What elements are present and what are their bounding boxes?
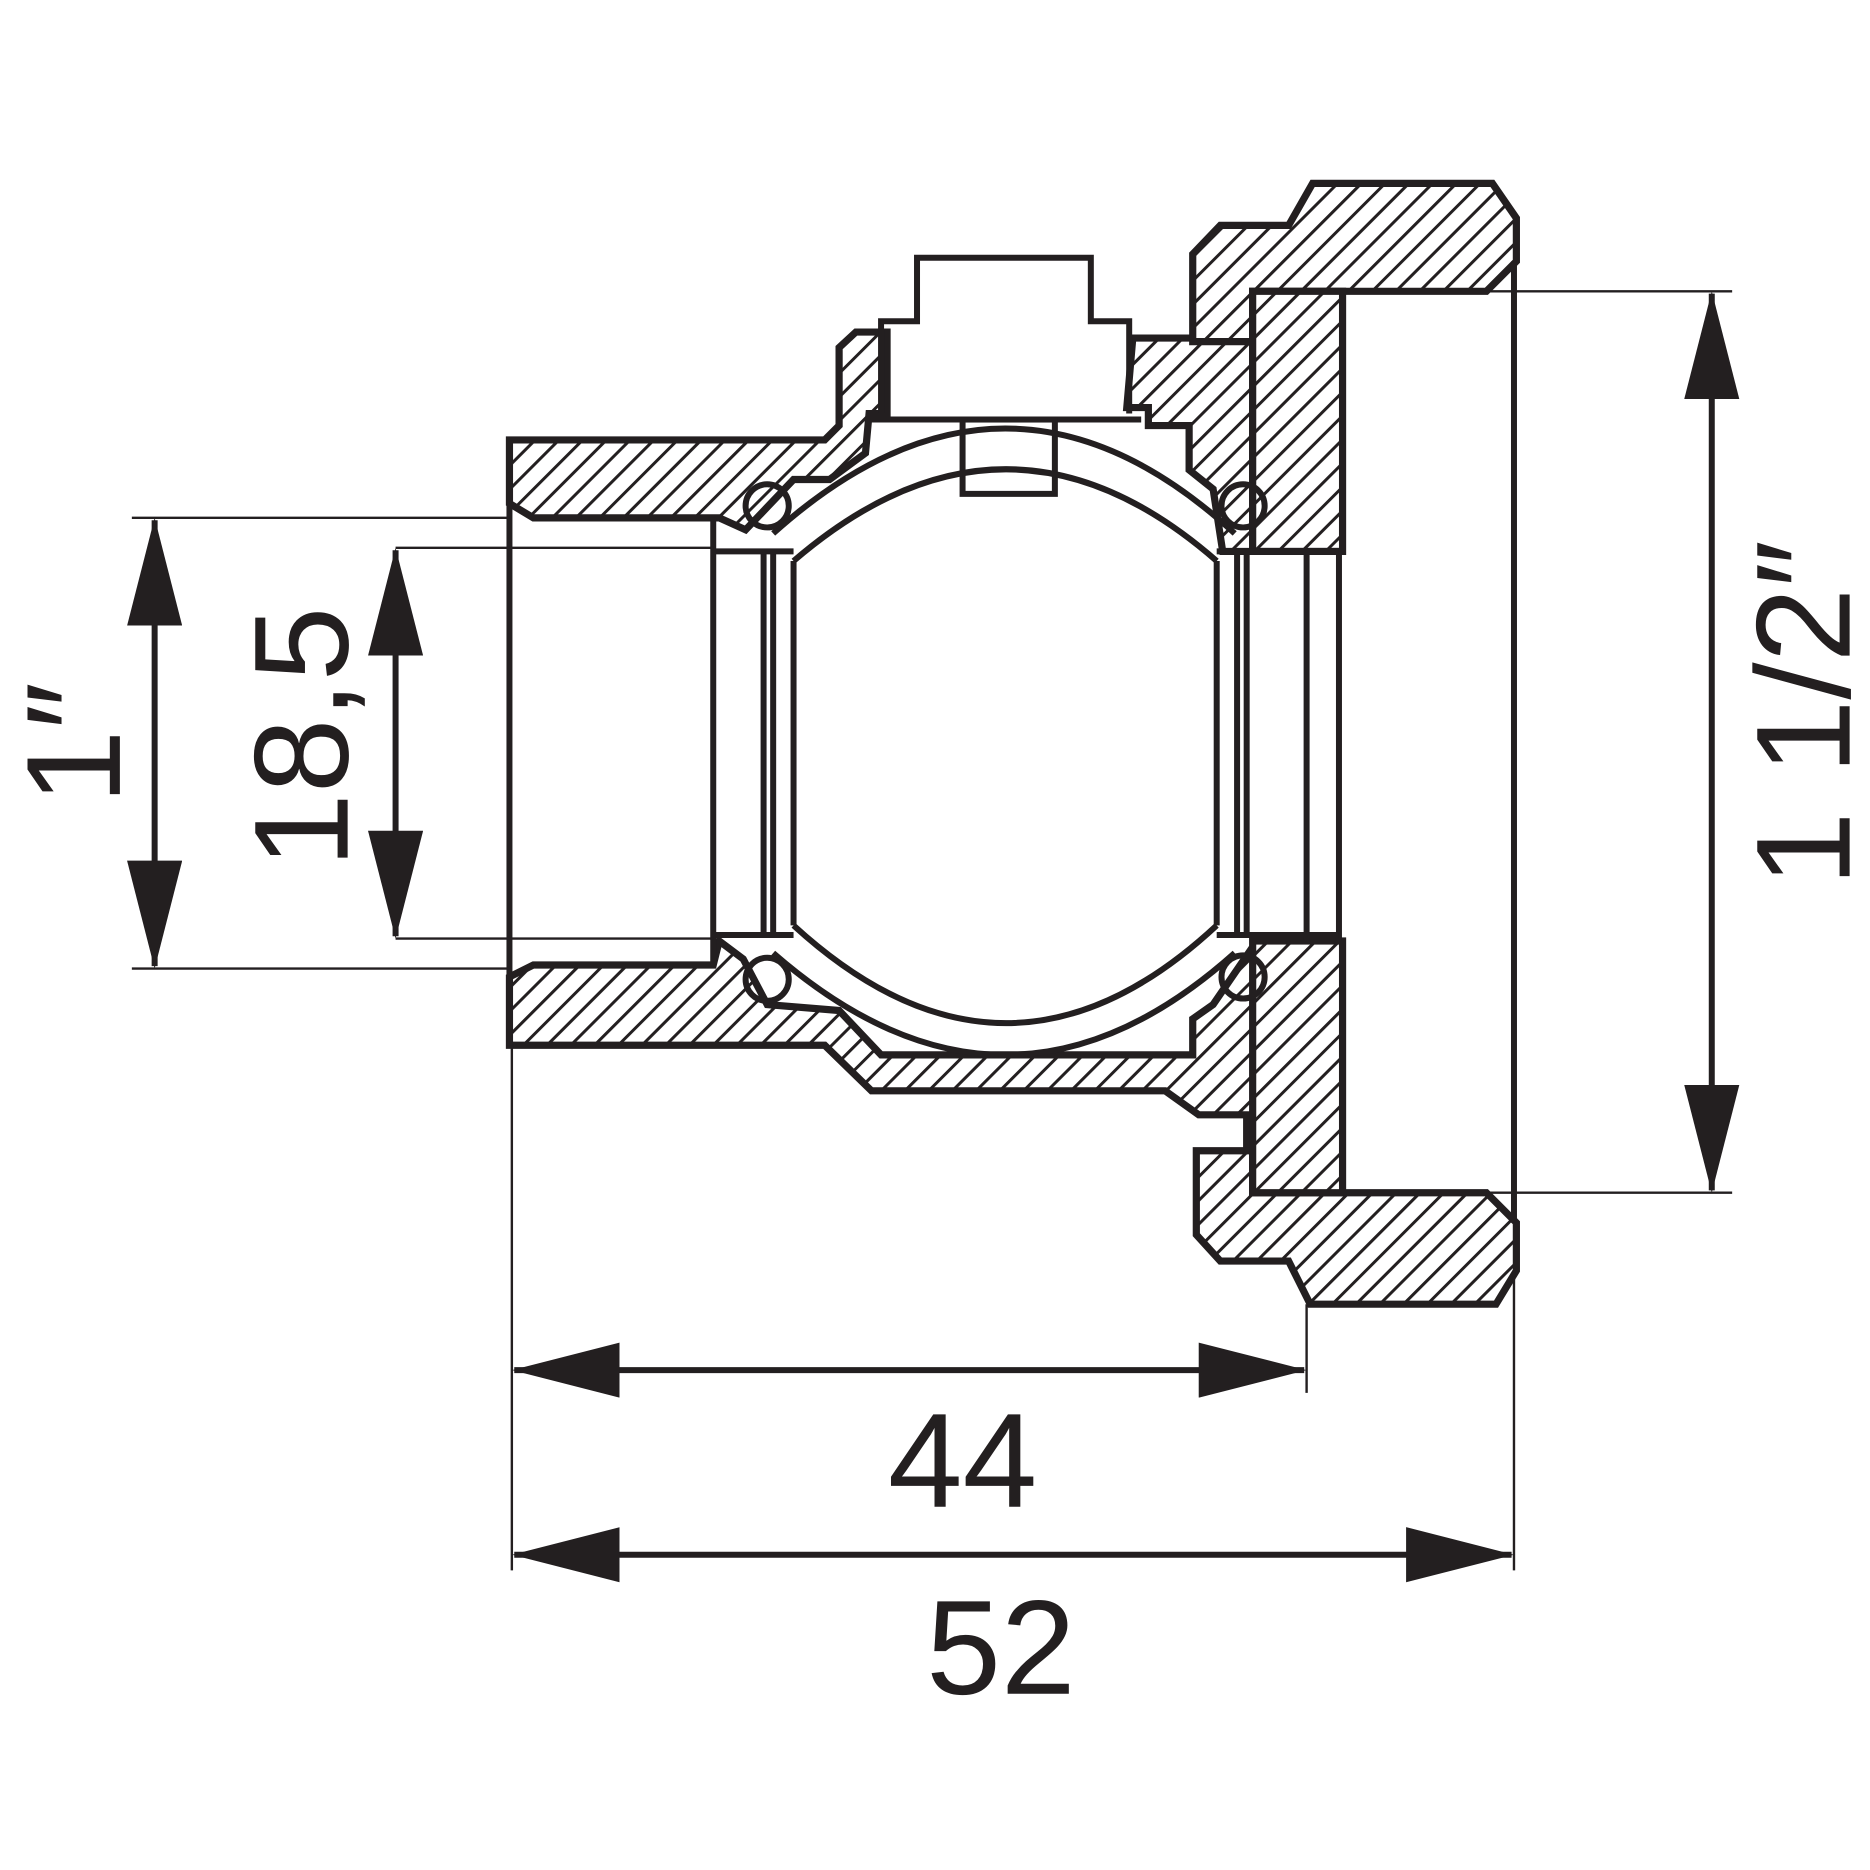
body-top-left-section: [505, 328, 891, 535]
union-nut: [1189, 179, 1520, 1308]
valve-body: [505, 328, 1311, 1155]
ball-outer-top-arc: [771, 425, 1237, 536]
dim-label-length-body: 44: [888, 1386, 1037, 1536]
valve-stem: [869, 254, 1142, 497]
ball-outer-bottom-arc: [771, 950, 1237, 1058]
oring-icon: [742, 954, 792, 1004]
stem-outline: [878, 254, 1133, 414]
oring-icon: [1218, 952, 1268, 1002]
nut-bottom-section: [1192, 1147, 1520, 1308]
dim-label-thread-left: 1″: [0, 682, 149, 804]
dimensions: 1″ 18,5 1 1/2″ 44 52: [0, 290, 1870, 1723]
nut-top-section: [1189, 179, 1520, 346]
dim-label-bore: 18,5: [227, 607, 377, 868]
ball-inner-top-arc: [791, 466, 1219, 564]
oring-icon: [742, 481, 792, 531]
ball: [715, 425, 1339, 1058]
tailpiece-top-section: [1249, 287, 1347, 556]
ball-inner-bottom-arc: [791, 923, 1219, 1026]
body-bottom-left-section: [505, 934, 1311, 1155]
dim-label-thread-right: 1 1/2″: [1729, 540, 1870, 886]
dim-label-length-total: 52: [926, 1573, 1075, 1723]
stem-key: [959, 416, 1058, 497]
tailpiece-bottom-section: [1249, 937, 1347, 1197]
body-top-right-section: [1122, 334, 1257, 556]
oring-icon: [1218, 481, 1268, 531]
